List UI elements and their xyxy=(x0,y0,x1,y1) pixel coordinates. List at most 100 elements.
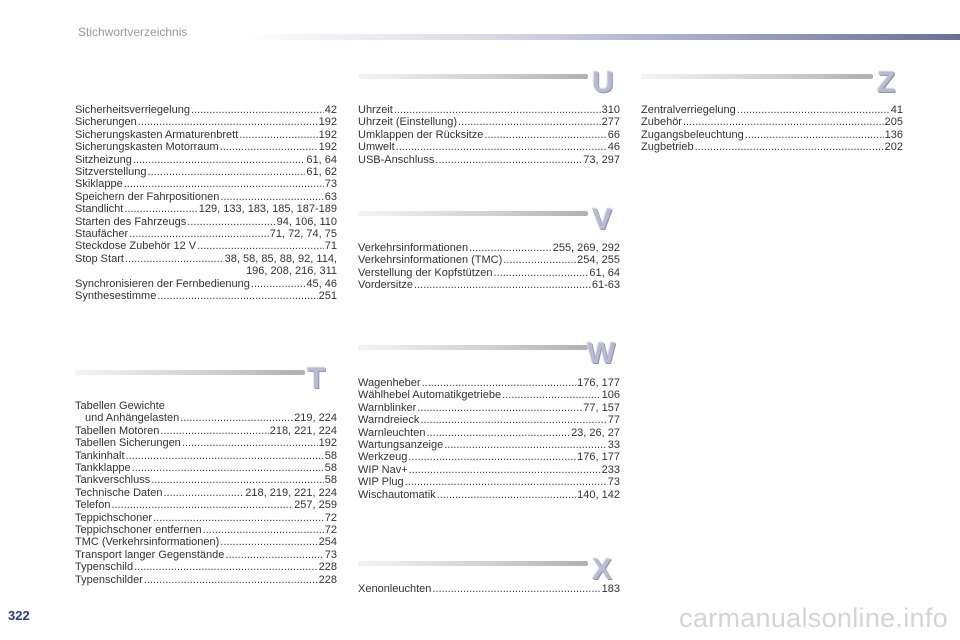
entry-label: Staufächer xyxy=(75,228,129,241)
index-entry: Zentralverriegelung41 xyxy=(641,104,903,116)
index-entry: Teppichschoner72 xyxy=(75,512,337,524)
entry-pages: 73 xyxy=(607,476,620,489)
page-number: 322 xyxy=(8,608,30,623)
entry-pages: 72 xyxy=(324,524,337,537)
entry-label: WIP Plug xyxy=(358,476,404,489)
entry-pages: 219, 224 xyxy=(294,412,337,425)
index-entry: Tankinhalt58 xyxy=(75,450,337,462)
entry-pages: 45, 46 xyxy=(306,277,337,290)
leader-dots xyxy=(502,389,601,401)
index-list-s: Sicherheitsverriegelung42Sicherungen192S… xyxy=(75,104,337,303)
entry-pages: 183 xyxy=(601,583,620,595)
entry-pages: 77, 157 xyxy=(583,401,620,414)
leader-dots xyxy=(251,278,306,290)
entry-pages: 61, 64 xyxy=(306,153,337,166)
leader-dots xyxy=(163,487,244,499)
index-entry: Werkzeug176, 177 xyxy=(358,451,620,463)
leader-dots xyxy=(197,240,324,252)
entry-label: Starten des Fahrzeugs xyxy=(75,215,187,228)
leader-dots xyxy=(134,561,318,573)
entry-pages: 63 xyxy=(324,190,337,203)
section-x-letter: X xyxy=(592,553,613,586)
entry-pages: 73 xyxy=(324,548,337,561)
entry-pages: 228 xyxy=(318,561,337,574)
section-z-bar xyxy=(641,74,873,79)
leader-dots xyxy=(148,166,306,178)
leader-dots xyxy=(180,412,293,424)
leader-dots xyxy=(124,203,197,215)
leader-dots xyxy=(409,464,601,476)
entry-pages: 192 xyxy=(318,116,337,129)
entry-label: Warndreieck xyxy=(358,414,420,427)
index-entry: Verstellung der Kopfstützen61, 64 xyxy=(358,267,620,279)
entry-label: Uhrzeit xyxy=(358,104,393,116)
index-entry: Tabellen Gewichte xyxy=(75,400,337,412)
leader-dots xyxy=(138,116,318,128)
entry-label: Sicherungskasten Motorraum xyxy=(75,141,219,154)
entry-label: Technische Daten xyxy=(75,486,163,499)
index-entry: Verkehrsinformationen (TMC)254, 255 xyxy=(358,254,620,266)
index-entry: Wählhebel Automatikgetriebe106 xyxy=(358,389,620,401)
leader-dots xyxy=(484,129,606,141)
index-entry: Typenschild228 xyxy=(75,561,337,573)
entry-pages: 38, 58, 85, 88, 92, 114, xyxy=(224,252,337,265)
entry-label: Vordersitze xyxy=(358,279,414,292)
entry-label: TMC (Verkehrsinformationen) xyxy=(75,536,220,549)
entry-pages: 310 xyxy=(601,104,620,116)
index-entry: Staufächer71, 72, 74, 75 xyxy=(75,228,337,240)
index-entry: Tabellen Sicherungen192 xyxy=(75,437,337,449)
index-entry: Sitzheizung61, 64 xyxy=(75,154,337,166)
entry-pages: 233 xyxy=(601,463,620,476)
entry-pages: 73, 297 xyxy=(583,153,620,166)
leader-dots xyxy=(745,129,884,141)
index-entry: Starten des Fahrzeugs 94, 106, 110 xyxy=(75,216,337,228)
leader-dots xyxy=(220,536,317,548)
entry-pages: 73 xyxy=(324,178,337,191)
leader-dots xyxy=(225,549,323,561)
entry-label: Warnleuchten xyxy=(358,426,426,439)
index-entry: Sicherungen192 xyxy=(75,116,337,128)
entry-pages: 251 xyxy=(318,290,337,303)
leader-dots xyxy=(408,451,576,463)
entry-label: Sitzverstellung xyxy=(75,166,147,179)
leader-dots xyxy=(133,154,306,166)
index-entry: Sitzverstellung61, 62 xyxy=(75,166,337,178)
entry-pages: 192 xyxy=(318,437,337,450)
index-entry: Tankverschluss58 xyxy=(75,474,337,486)
entry-pages: 94, 106, 110 xyxy=(276,215,337,228)
entry-label: Uhrzeit (Einstellung) xyxy=(358,116,458,129)
index-list-z: Zentralverriegelung41Zubehör205Zugangsbe… xyxy=(641,104,903,154)
leader-dots xyxy=(394,104,601,116)
entry-pages: 46 xyxy=(607,141,620,154)
leader-dots xyxy=(405,476,607,488)
entry-label: Tankinhalt xyxy=(75,449,125,462)
index-entry: Umklappen der Rücksitze66 xyxy=(358,129,620,141)
leader-dots xyxy=(125,253,224,265)
entry-label: Tabellen Gewichte xyxy=(75,400,165,412)
leader-dots xyxy=(239,129,317,141)
entry-label: USB-Anschluss xyxy=(358,153,435,166)
entry-label: Sicherungskasten Armaturenbrett xyxy=(75,128,239,141)
entry-pages: 254, 255 xyxy=(577,254,620,267)
leader-dots xyxy=(157,290,317,302)
entry-label: Stop Start xyxy=(75,252,124,265)
entry-label: Zugbetrieb xyxy=(641,141,694,154)
entry-pages: 58 xyxy=(324,474,337,487)
entry-label: Synchronisieren der Fernbedienung xyxy=(75,277,250,290)
section-u-bar xyxy=(358,74,588,79)
leader-dots xyxy=(437,489,577,501)
entry-pages: 106 xyxy=(601,389,620,402)
index-entry: Zugangsbeleuchtung136 xyxy=(641,129,903,141)
index-entry: Synthesestimme251 xyxy=(75,290,337,302)
leader-dots xyxy=(220,141,318,153)
entry-pages: 129, 133, 183, 185, 187-189 xyxy=(198,203,337,216)
leader-dots xyxy=(444,439,607,451)
entry-pages: 277 xyxy=(601,116,620,129)
leader-dots xyxy=(737,104,890,116)
section-v-bar xyxy=(358,211,588,216)
header-rule xyxy=(240,34,960,40)
watermark: carmanualsonline.info xyxy=(679,603,948,633)
index-entry: Verkehrsinformationen255, 269, 292 xyxy=(358,242,620,254)
entry-label: Zentralverriegelung xyxy=(641,104,736,116)
